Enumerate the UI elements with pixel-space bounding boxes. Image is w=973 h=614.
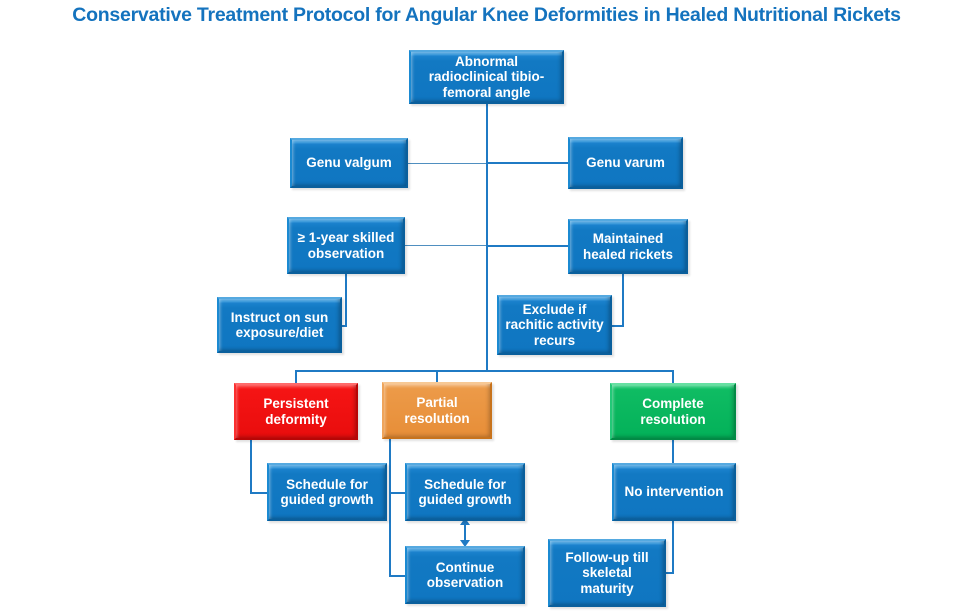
connector-root-to-maintained bbox=[486, 245, 570, 247]
connector-maintained-to-exclude-v bbox=[622, 274, 624, 326]
node-schedule-guided-growth-partial[interactable]: Schedule for guided growth bbox=[405, 463, 525, 521]
connector-maintained-to-exclude-h bbox=[611, 325, 624, 327]
node-exclude-rachitic-activity[interactable]: Exclude if rachitic activity recurs bbox=[497, 295, 612, 355]
arrowhead-down-icon bbox=[460, 540, 470, 547]
connector-observation-to-instruct-v bbox=[345, 274, 347, 326]
node-label: Schedule for guided growth bbox=[418, 476, 512, 508]
node-label: Persistent deformity bbox=[263, 396, 329, 427]
page-title: Conservative Treatment Protocol for Angu… bbox=[72, 4, 901, 26]
node-label: Continue observation bbox=[426, 559, 504, 591]
connector-root-to-varum bbox=[486, 162, 570, 164]
node-genu-varum[interactable]: Genu varum bbox=[568, 137, 683, 189]
connector-persistent-to-sched1-v bbox=[250, 440, 252, 493]
connector-complete-to-nointervention bbox=[672, 440, 674, 464]
node-label: Maintained healed rickets bbox=[582, 231, 674, 262]
connector-bus-to-partial bbox=[436, 370, 438, 383]
connector-bus-to-complete bbox=[672, 370, 674, 384]
node-instruct-sun-exposure[interactable]: Instruct on sun exposure/diet bbox=[217, 297, 342, 353]
connector-root-to-valgum bbox=[408, 163, 487, 164]
node-persistent-deformity[interactable]: Persistent deformity bbox=[234, 383, 358, 440]
connector-sched2-continue-arrow-shaft bbox=[464, 523, 466, 544]
connector-root-spine bbox=[486, 104, 488, 371]
node-abnormal-angle[interactable]: Abnormal radioclinical tibio-femoral ang… bbox=[409, 50, 564, 104]
node-label: ≥ 1-year skilled observation bbox=[297, 230, 395, 261]
node-complete-resolution[interactable]: Complete resolution bbox=[610, 383, 736, 440]
node-partial-resolution[interactable]: Partial resolution bbox=[382, 382, 492, 439]
node-genu-valgum[interactable]: Genu valgum bbox=[290, 138, 408, 188]
arrowhead-up-icon bbox=[460, 518, 470, 525]
node-label: Follow-up till skeletal maturity bbox=[565, 549, 649, 596]
node-maintained-healed-rickets[interactable]: Maintained healed rickets bbox=[568, 219, 688, 274]
node-label: Partial resolution bbox=[404, 395, 470, 426]
node-skilled-observation[interactable]: ≥ 1-year skilled observation bbox=[287, 217, 405, 274]
connector-observation-to-instruct-h bbox=[341, 325, 347, 327]
node-label: Instruct on sun exposure/diet bbox=[230, 309, 329, 341]
connector-nointervention-to-followup-v bbox=[672, 521, 674, 573]
node-label: Genu varum bbox=[586, 155, 665, 171]
node-followup-skeletal-maturity[interactable]: Follow-up till skeletal maturity bbox=[548, 539, 666, 607]
node-label: Schedule for guided growth bbox=[280, 476, 374, 508]
node-no-intervention[interactable]: No intervention bbox=[612, 463, 736, 521]
connector-outcome-bus bbox=[295, 370, 673, 372]
node-label: Complete resolution bbox=[640, 396, 706, 427]
node-label: No intervention bbox=[624, 484, 724, 500]
node-label: Abnormal radioclinical tibio-femoral ang… bbox=[428, 53, 545, 100]
node-label: Genu valgum bbox=[306, 155, 392, 171]
connector-partial-to-children-v bbox=[389, 439, 391, 576]
node-continue-observation[interactable]: Continue observation bbox=[405, 546, 525, 604]
connector-persistent-to-sched1-h bbox=[250, 492, 269, 494]
connector-root-to-observation bbox=[404, 245, 488, 246]
node-label: Exclude if rachitic activity recurs bbox=[505, 301, 604, 348]
connector-partial-to-continue-h bbox=[389, 575, 407, 577]
connector-partial-to-sched2-h bbox=[389, 492, 407, 494]
connector-bus-to-persistent bbox=[295, 370, 297, 384]
connector-nointervention-to-followup-h bbox=[664, 572, 674, 574]
node-schedule-guided-growth-persistent[interactable]: Schedule for guided growth bbox=[267, 463, 387, 521]
